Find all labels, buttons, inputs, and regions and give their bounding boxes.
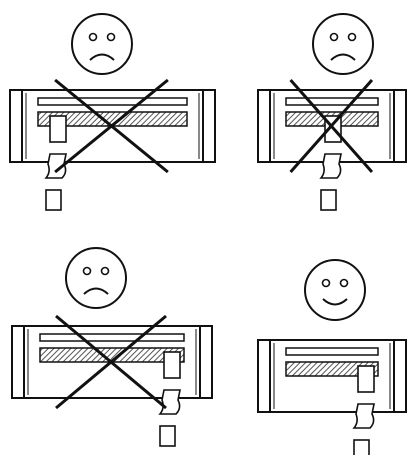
cross-mark-icon: [54, 78, 169, 174]
cross-mark-icon: [289, 79, 374, 173]
happy-face-icon: [304, 259, 366, 321]
printer-icon: [257, 89, 407, 163]
sad-face-icon: [71, 13, 133, 75]
printer-icon: [9, 89, 216, 163]
cut-sheet-icon: [353, 439, 370, 455]
panel-top-left: [9, 13, 216, 211]
cut-sheet-icon: [159, 425, 176, 447]
panel-top-right: [257, 13, 407, 211]
panel-bottom-right: [257, 259, 407, 455]
cut-sheet-icon: [45, 189, 62, 211]
cross-mark-icon: [55, 314, 167, 410]
sad-face-icon: [65, 247, 127, 309]
cut-sheet-icon: [320, 189, 337, 211]
printer-icon: [257, 339, 407, 413]
paper-sheet-icon: [44, 115, 67, 179]
sad-face-icon: [312, 13, 374, 75]
panel-bottom-left: [11, 247, 213, 447]
paper-sheet-icon: [319, 115, 342, 179]
paper-sheet-icon: [352, 365, 375, 429]
